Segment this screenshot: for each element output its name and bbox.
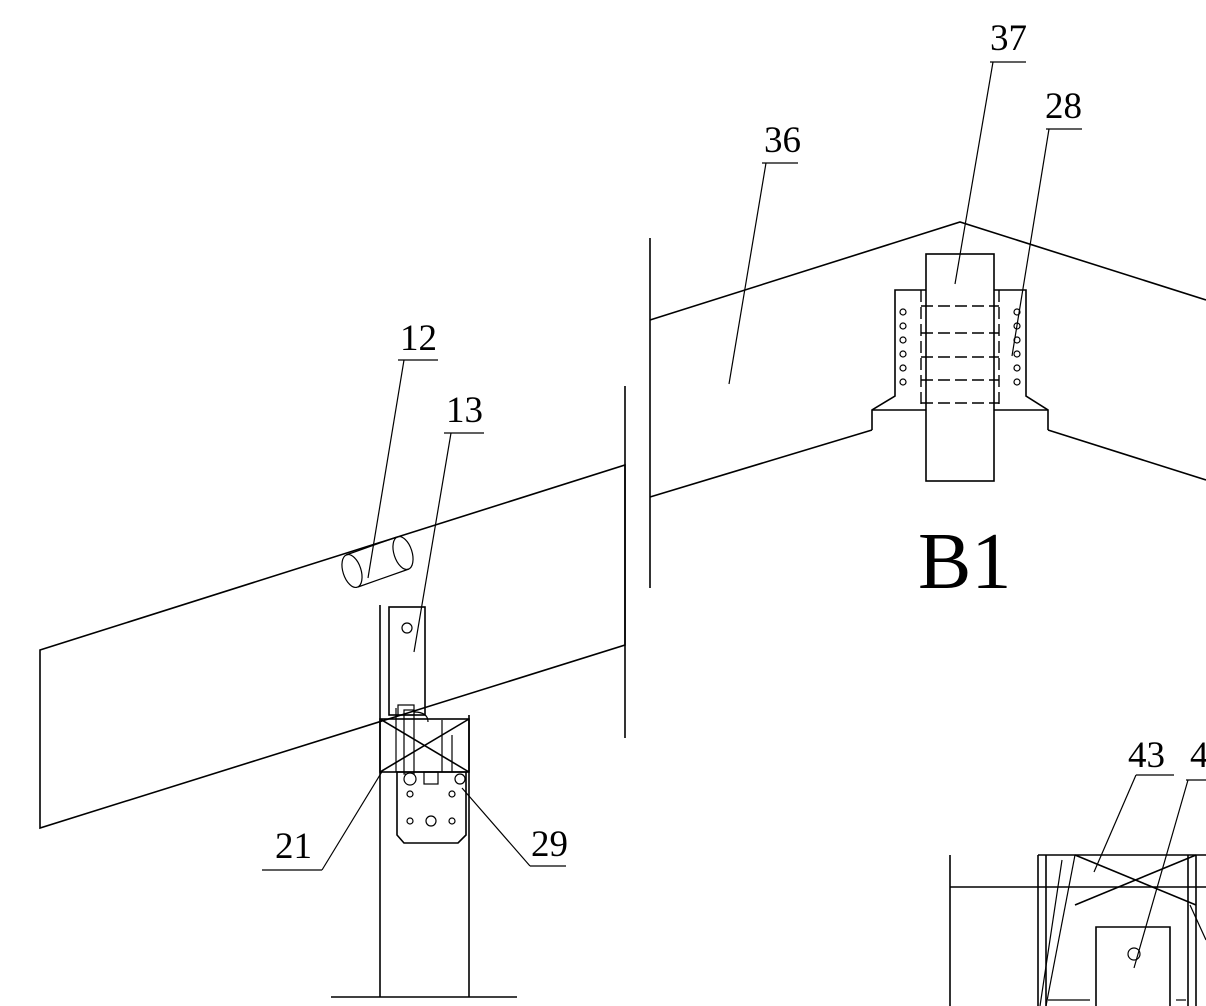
label-37: 37 (990, 18, 1027, 59)
label-12: 12 (400, 318, 437, 359)
plate-holes-right (1013, 308, 1021, 386)
leader-12 (367, 359, 438, 579)
leader-37 (954, 61, 1026, 285)
bracket-29 (396, 771, 467, 844)
roof-lower-edge-left (649, 429, 873, 498)
label-29: 29 (531, 824, 568, 865)
joint-plate-28-right (994, 289, 1049, 430)
view-label-b1: B1 (918, 518, 1011, 606)
leader-29 (461, 787, 566, 867)
label-4x: 4 (1190, 735, 1206, 776)
leader-4x (1133, 779, 1206, 969)
leader-21 (262, 769, 384, 871)
leader-28 (1011, 128, 1082, 357)
vertical-post (331, 605, 517, 998)
joint-plate-28 (871, 289, 926, 430)
label-43: 43 (1128, 735, 1165, 776)
label-28: 28 (1045, 86, 1082, 127)
pin-12 (341, 535, 414, 589)
roof-upper-edge (649, 221, 1206, 321)
lower-right-assembly: 43 4 (949, 735, 1206, 1006)
label-36: 36 (764, 120, 801, 161)
inclined-beam (39, 463, 626, 830)
ridge-post-37 (925, 253, 995, 482)
leader-13 (413, 432, 484, 653)
leader-36 (728, 162, 798, 385)
label-13: 13 (446, 390, 483, 431)
roof-lower-edge-right (1047, 429, 1206, 481)
plate-holes-left (899, 308, 907, 386)
bolt-lines (920, 290, 1000, 406)
ridge-assembly: 36 37 28 B1 (649, 18, 1206, 606)
left-assembly: 12 13 21 29 (39, 318, 626, 998)
label-21: 21 (275, 826, 312, 867)
plate-13 (388, 606, 426, 716)
leader-43 (1093, 774, 1174, 873)
